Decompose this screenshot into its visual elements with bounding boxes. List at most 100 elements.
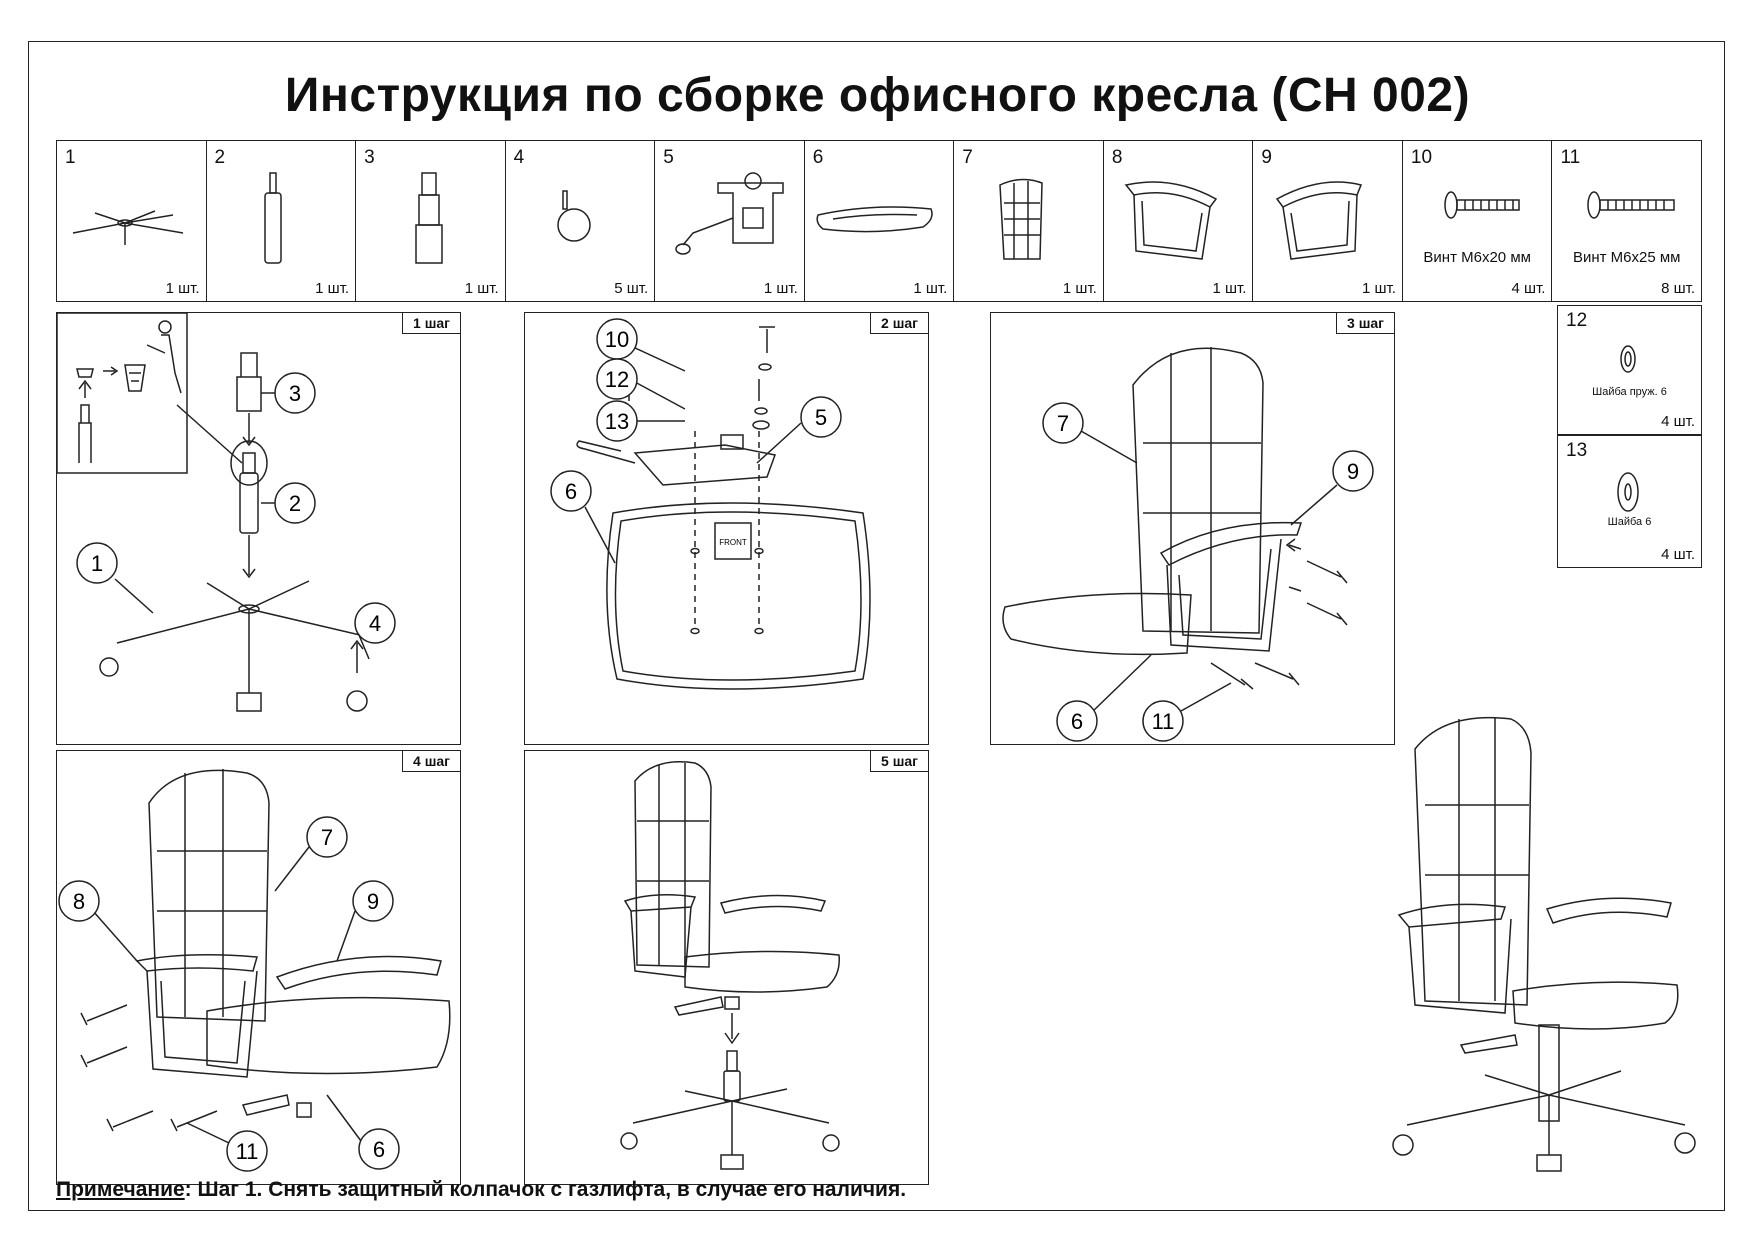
part-cell-2: 2 1 шт. — [207, 141, 357, 301]
part-cell-7: 7 1 шт. — [954, 141, 1104, 301]
part-cell-4: 4 5 шт. — [506, 141, 656, 301]
page-title: Инструкция по сборке офисного кресла (CH… — [284, 69, 1471, 122]
outer-frame — [28, 41, 1725, 1211]
step-3-panel: 3 шаг 7 9 6 11 — [990, 312, 1395, 745]
part-cell-11: 11 Винт М6х25 мм 8 шт. — [1552, 141, 1701, 301]
right-armrest-icon — [1276, 181, 1363, 260]
part-quantity: 5 шт. — [614, 280, 649, 297]
gas-lift-cover-icon — [415, 172, 443, 264]
step-label: 2 шаг — [870, 313, 928, 334]
left-armrest-icon — [1124, 181, 1217, 260]
part-number: 7 — [962, 147, 973, 168]
part-quantity: 4 шт. — [1511, 280, 1546, 297]
callout-label: 6 — [565, 479, 577, 504]
part-caption: Винт М6х20 мм — [1423, 249, 1531, 266]
part-quantity: 1 шт. — [913, 280, 948, 297]
screw-icon — [1587, 191, 1676, 219]
callout-label: 6 — [1071, 709, 1083, 734]
part-number: 12 — [1566, 310, 1588, 331]
step-label: 4 шаг — [402, 751, 460, 772]
step-1-diagram: 3 2 1 4 — [57, 313, 396, 712]
callout-label: 4 — [369, 611, 381, 636]
part-caption: Шайба пруж. 6 — [1592, 386, 1667, 398]
tilt-mechanism-icon — [675, 172, 784, 255]
gas-lift-icon — [263, 172, 282, 264]
part-cell-1: 1 1 шт. — [57, 141, 207, 301]
seat-icon — [816, 206, 933, 233]
screw-icon — [80, 1004, 218, 1132]
callout-label: 8 — [73, 889, 85, 914]
step-1-callouts: 3 2 1 4 — [76, 372, 396, 660]
step-5-diagram — [620, 761, 840, 1170]
part-cell-13: 13 Шайба 6 4 шт. — [1557, 435, 1702, 568]
note-label: Примечание — [56, 1178, 185, 1201]
part-number: 8 — [1111, 147, 1123, 168]
step-1-panel: 1 шаг 3 2 1 4 — [56, 312, 461, 745]
part-quantity: 1 шт. — [1062, 280, 1097, 297]
part-number: 2 — [214, 147, 226, 168]
part-number: 13 — [1566, 440, 1588, 461]
part-number: 5 — [663, 147, 674, 168]
step-4-panel: 4 шаг 7 8 9 11 6 — [56, 750, 461, 1185]
part-cell-10: 10 Винт М6х20 мм 4 шт. — [1403, 141, 1553, 301]
part-cell-3: 3 1 шт. — [356, 141, 506, 301]
step-2-diagram: FRONT 10 12 13 5 6 — [550, 318, 871, 690]
part-quantity: 1 шт. — [1212, 280, 1247, 297]
part-cell-5: 5 1 шт. — [655, 141, 805, 301]
part-number: 1 — [65, 147, 76, 168]
step-2-panel: 2 шаг FRONT 10 12 13 5 6 — [524, 312, 929, 745]
caster-wheel-icon — [556, 190, 591, 242]
callout-label: 11 — [1152, 709, 1175, 734]
callout-label: 7 — [1057, 411, 1069, 436]
step-label: 5 шаг — [870, 751, 928, 772]
callout-label: 9 — [1347, 459, 1359, 484]
washer-icon — [1617, 472, 1639, 512]
step-5-panel: 5 шаг — [524, 750, 929, 1185]
part-cell-8: 8 1 шт. — [1104, 141, 1254, 301]
callout-label: 5 — [815, 405, 827, 430]
part-number: 11 — [1560, 147, 1581, 168]
part-cell-12: 12 Шайба пруж. 6 4 шт. — [1557, 305, 1702, 435]
step-label: 3 шаг — [1336, 313, 1394, 334]
step-2-callouts: 10 12 13 5 6 — [550, 318, 842, 564]
callout-label: 1 — [91, 551, 103, 576]
screw-icon — [1210, 560, 1348, 690]
part-quantity: 1 шт. — [1362, 280, 1396, 297]
step-label: 1 шаг — [402, 313, 460, 334]
screw-icon — [1444, 191, 1520, 219]
part-quantity: 4 шт. — [1661, 413, 1695, 430]
front-label: FRONT — [719, 538, 747, 547]
part-quantity: 4 шт. — [1661, 546, 1695, 563]
backrest-icon — [999, 178, 1044, 260]
part-number: 3 — [364, 147, 375, 168]
assembly-note: Примечание: Шаг 1. Снять защитный колпач… — [56, 1178, 906, 1202]
callout-label: 7 — [321, 825, 333, 850]
part-cell-6: 6 1 шт. — [805, 141, 955, 301]
part-quantity: 1 шт. — [165, 280, 200, 297]
part-number: 9 — [1261, 147, 1272, 168]
parts-table: 1 1 шт. 2 1 шт. 3 1 шт. 4 5 шт. 5 — [56, 140, 1702, 302]
part-quantity: 1 шт. — [315, 280, 350, 297]
step-4-diagram: 7 8 9 11 6 — [58, 769, 451, 1172]
callout-label: 6 — [373, 1137, 385, 1162]
spring-washer-icon — [1620, 345, 1636, 373]
callout-label: 12 — [605, 367, 629, 392]
part-quantity: 8 шт. — [1661, 280, 1696, 297]
callout-label: 3 — [289, 381, 301, 406]
assembled-chair-illustration — [1392, 716, 1696, 1172]
part-number: 6 — [812, 147, 824, 168]
step-3-diagram: 7 9 6 11 — [1002, 347, 1374, 742]
step-3-callouts: 7 9 6 11 — [1042, 402, 1374, 742]
callout-label: 10 — [605, 327, 629, 352]
callout-label: 13 — [605, 409, 629, 434]
part-quantity: 1 шт. — [464, 280, 499, 297]
part-cell-9: 9 1 шт. — [1253, 141, 1403, 301]
step-4-callouts: 7 8 9 11 6 — [58, 816, 400, 1172]
part-caption: Винт М6х25 мм — [1572, 249, 1681, 266]
part-caption: Шайба 6 — [1607, 516, 1652, 528]
part-number: 10 — [1410, 147, 1433, 168]
part-number: 4 — [513, 147, 525, 168]
note-text: : Шаг 1. Снять защитный колпачок с газли… — [184, 1178, 907, 1201]
chair-base-icon — [72, 210, 184, 245]
callout-label: 9 — [367, 889, 379, 914]
